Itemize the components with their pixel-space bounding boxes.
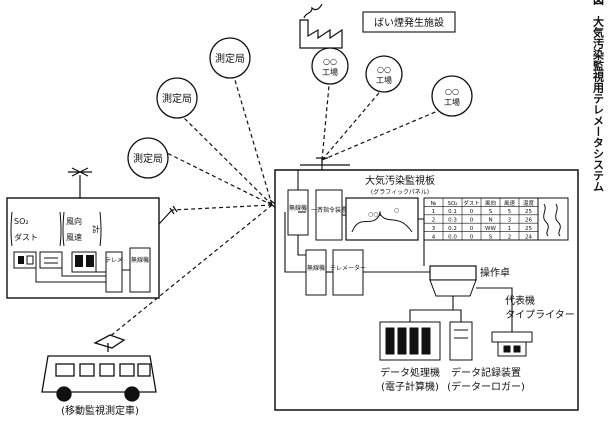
console-label: 操作卓 <box>480 266 510 279</box>
factory-marks: ○○ <box>445 87 459 96</box>
factory-label: 工場 <box>444 97 460 107</box>
panel-trend-chart <box>537 197 569 241</box>
panel-table-cell: 26 <box>525 218 532 224</box>
panel-table-header: № <box>431 201 437 207</box>
panel-table-cell: 0.3 <box>448 218 457 224</box>
panel-table-header: SO₂ <box>447 201 457 207</box>
remote-radio <box>129 247 151 293</box>
center-wiring <box>284 158 513 332</box>
panel-table-cell: 25 <box>525 209 532 215</box>
panel-table-cell: 2 <box>432 218 436 224</box>
panel-table-cell: 0.2 <box>448 226 457 232</box>
panel-table-cell: 24 <box>525 234 532 240</box>
alarm-dispatch-unit: 一斉指令装置 <box>311 189 347 241</box>
panel-title: 大気汚染監視板 <box>365 174 435 187</box>
panel-table-cell: 0 <box>470 218 474 224</box>
panel-table-cell: 2 <box>508 234 512 240</box>
panel-table-cell: 4 <box>432 234 436 240</box>
typewriter-label-2: タイプライター <box>505 309 575 321</box>
factory-marks: ○○ <box>377 65 391 74</box>
recorder-sub: (データーロガー) <box>447 380 525 393</box>
panel-table-cell: 1 <box>432 209 436 215</box>
svg-text:第Ⅰ—2—2図 大気汚染監視用テレメータシステム: 第Ⅰ—2—2図 大気汚染監視用テレメータシステム <box>592 0 606 192</box>
remote-radio-label: 無線機 <box>131 256 149 264</box>
panel-subtitle: (グラフィックパネル) <box>371 188 429 196</box>
wind-speed-label: 風速 <box>66 233 82 242</box>
panel-table-header: 風向 <box>485 199 496 207</box>
mobile-vehicle-icon <box>41 334 157 402</box>
factory-node-2: ○○ 工場 <box>365 55 403 93</box>
wind-direction-label: 風向 <box>66 216 82 226</box>
panel-table-header: 温度 <box>523 199 535 207</box>
panel-table-cell: WW <box>485 226 496 232</box>
panel-table-cell: 0.1 <box>448 209 457 215</box>
center-radio-bottom-label: 無線機 <box>307 264 325 272</box>
panel-table-cell: S <box>489 234 493 240</box>
factory-label: 工場 <box>376 75 392 85</box>
figure-title: 第Ⅰ—2—2図 大気汚染監視用テレメータシステム <box>592 0 606 192</box>
center-radio-bottom: 無線機 <box>305 249 327 296</box>
map-marks: ○○Ⅱ <box>368 211 381 218</box>
panel-table-cell: 0 <box>470 226 474 232</box>
factory-node-1: ○○ 工場 <box>311 47 349 85</box>
panel-table-cell: N <box>488 218 492 224</box>
dust-analyzer <box>39 251 63 269</box>
remote-telemeter-label: テレメ <box>105 257 123 264</box>
panel-table-cell: S <box>489 209 493 215</box>
panel-table-header: 風速 <box>504 200 516 207</box>
factory-building-icon <box>299 3 343 49</box>
panel-table-cell: 0.0 <box>448 234 457 240</box>
station-node-middle: 測定局 <box>156 77 198 119</box>
remote-link-wire <box>158 205 178 225</box>
panel-table-cell: 1 <box>508 226 512 232</box>
remote-station-box: SO₂ ダスト 風向 風速 計 テレメ 無線機 <box>6 197 160 299</box>
station-label: 測定局 <box>162 92 192 105</box>
so2-label: SO₂ <box>14 217 29 226</box>
operation-console: 操作卓 <box>429 265 510 297</box>
data-logger-icon <box>449 321 473 361</box>
remote-antenna-icon <box>68 167 92 198</box>
dust-label: ダスト <box>14 232 38 242</box>
radio-links <box>107 69 441 339</box>
emission-heading-box: ばい煙発生施設 <box>362 11 456 33</box>
computer-sub: (電子計算機) <box>381 380 439 393</box>
alarm-label: 一斉指令装置 <box>311 206 347 214</box>
meter-label: 計 <box>92 224 100 234</box>
typewriter-label-1: 代表機 <box>505 294 535 307</box>
center-telemeter-label: テレメーター <box>330 264 366 272</box>
panel-table-cell: 25 <box>525 226 532 232</box>
panel-table-cell: 0 <box>470 209 474 215</box>
panel-table-cell: 5 <box>508 209 512 215</box>
panel-table-cell: 3 <box>508 218 512 224</box>
data-processor-icon <box>379 321 441 361</box>
station-node-left: 測定局 <box>127 137 169 179</box>
panel-table-cell: 0 <box>470 234 474 240</box>
factory-label: 工場 <box>322 67 338 77</box>
station-label: 測定局 <box>133 152 163 165</box>
map-marks: ○ <box>394 207 399 214</box>
panel-table-header: ダスト <box>463 199 480 207</box>
panel-table-cell: 3 <box>432 226 436 232</box>
station-node-top: 測定局 <box>209 37 251 79</box>
recorder-label: データ記録装置 <box>451 366 521 379</box>
typewriter-icon <box>491 331 533 357</box>
center-telemeter: テレメーター <box>330 249 366 296</box>
station-label: 測定局 <box>215 52 245 65</box>
mobile-caption: (移動監視測定車) <box>61 404 139 417</box>
factory-node-3: ○○ 工場 <box>431 75 473 117</box>
center-radio-top-label: 無線機 <box>289 204 307 212</box>
emission-heading: ばい煙発生施設 <box>374 16 444 29</box>
factory-marks: ○○ <box>323 57 337 66</box>
computer-label: データ処理機 <box>380 366 440 379</box>
